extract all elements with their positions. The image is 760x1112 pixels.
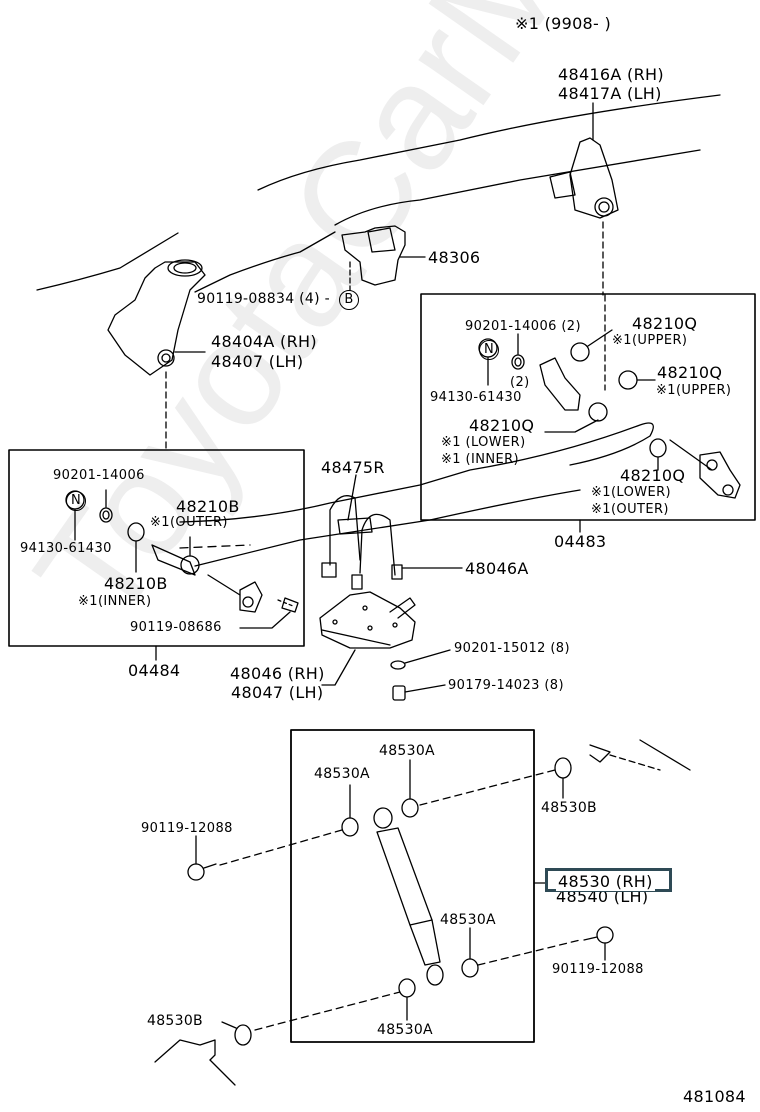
part-label-48475R[interactable]: 48475R (321, 458, 385, 477)
part-label-48046[interactable]: 48046 (RH) (230, 664, 325, 683)
front-hanger-bracket (549, 102, 619, 296)
ref-mark-b: B (339, 290, 359, 310)
kit-box-04483 (420, 293, 756, 521)
part-label-90201-14006-2[interactable]: 90201-14006 (2) (465, 319, 581, 334)
note-upper-1: ※1(UPPER) (612, 333, 688, 348)
note-lower-outer-2: ※1(OUTER) (591, 502, 669, 517)
part-label-90119-12088-right[interactable]: 90119-12088 (552, 962, 644, 977)
applicability-note: ※1 (9908- ) (515, 14, 612, 33)
note-inner: ※1(INNER) (78, 594, 152, 609)
part-label-48416A[interactable]: 48416A (RH) (558, 65, 664, 84)
bushing-sleeve (151, 544, 196, 576)
part-label-90119-08686[interactable]: 90119-08686 (130, 620, 222, 635)
bumper-stopper (341, 225, 426, 291)
ref-b-circle: B (339, 290, 359, 310)
n-circle: N (479, 340, 499, 360)
part-label-48407[interactable]: 48407 (LH) (211, 352, 304, 371)
part-label-48417A[interactable]: 48417A (LH) (558, 84, 662, 103)
shackle-plate-lower (699, 451, 741, 499)
part-label-90201-15012[interactable]: 90201-15012 (8) (454, 641, 570, 656)
kit-label-04483[interactable]: 04483 (554, 532, 607, 551)
shackle-plate-upper (539, 357, 581, 411)
frame-rail-left (36, 232, 179, 291)
note-outer: ※1(OUTER) (150, 515, 228, 530)
part-label-90201-14006[interactable]: 90201-14006 (53, 468, 145, 483)
frame-rail-lower (334, 149, 701, 226)
part-label-90179-14023[interactable]: 90179-14023 (8) (448, 678, 564, 693)
part-label-48210Q-lower-inner[interactable]: 48210Q (469, 416, 535, 435)
part-label-48530B-bottom[interactable]: 48530B (147, 1013, 203, 1029)
part-label-48047[interactable]: 48047 (LH) (231, 683, 324, 702)
part-label-48530A-2[interactable]: 48530A (314, 766, 370, 782)
spring-seat-plate (319, 591, 416, 686)
part-label-48530-highlighted[interactable]: 48530 (RH) (556, 872, 655, 891)
note-lower-inner-2: ※1 (INNER) (441, 452, 519, 467)
shock-box (290, 729, 535, 1043)
part-label-90119-12088-left[interactable]: 90119-12088 (141, 821, 233, 836)
part-label-48530A-4[interactable]: 48530A (377, 1022, 433, 1038)
note-upper-2: ※1(UPPER) (656, 383, 732, 398)
n-circle-04484: N (66, 491, 86, 511)
part-label-48530A-1[interactable]: 48530A (379, 743, 435, 759)
part-label-48306[interactable]: 48306 (428, 248, 481, 267)
shackle-pin (207, 574, 241, 596)
part-label-48530B-top[interactable]: 48530B (541, 800, 597, 816)
note-lower-inner-1: ※1 (LOWER) (441, 435, 526, 450)
kit-label-04484[interactable]: 04484 (128, 661, 181, 680)
part-label-48046A[interactable]: 48046A (465, 559, 529, 578)
u-bolt-assembly (321, 474, 463, 590)
part-label-48210B-outer[interactable]: 48210B (176, 497, 240, 516)
part-label-48530A-3[interactable]: 48530A (440, 912, 496, 928)
washer-qty: (2) (510, 375, 530, 390)
figure-number: 481084 (683, 1087, 746, 1106)
shackle-bolt (669, 439, 713, 471)
part-label-94130-61430-04484[interactable]: 94130-61430 (20, 541, 112, 556)
part-label-48540[interactable]: 48540 (LH) (556, 887, 649, 906)
note-lower-outer-1: ※1(LOWER) (591, 485, 672, 500)
n-mark: N (479, 340, 499, 360)
part-label-48210B-inner[interactable]: 48210B (104, 574, 168, 593)
part-label-90119-08834[interactable]: 90119-08834 (4) - (197, 291, 331, 307)
frame-rail-lower-left (194, 231, 336, 293)
rear-hanger-bracket (107, 259, 206, 451)
part-label-48210Q-upper-2[interactable]: 48210Q (657, 363, 723, 382)
leaf-spring-bottom (194, 489, 581, 567)
part-label-94130-61430[interactable]: 94130-61430 (430, 390, 522, 405)
n-mark-04484: N (66, 491, 86, 511)
part-label-48404A[interactable]: 48404A (RH) (211, 332, 317, 351)
frame-rail-upper (257, 94, 721, 191)
leaf-spring-top (179, 422, 654, 523)
shock-absorber (373, 807, 444, 986)
part-label-48210Q-lower-outer[interactable]: 48210Q (620, 466, 686, 485)
part-label-48210Q-upper-1[interactable]: 48210Q (632, 314, 698, 333)
